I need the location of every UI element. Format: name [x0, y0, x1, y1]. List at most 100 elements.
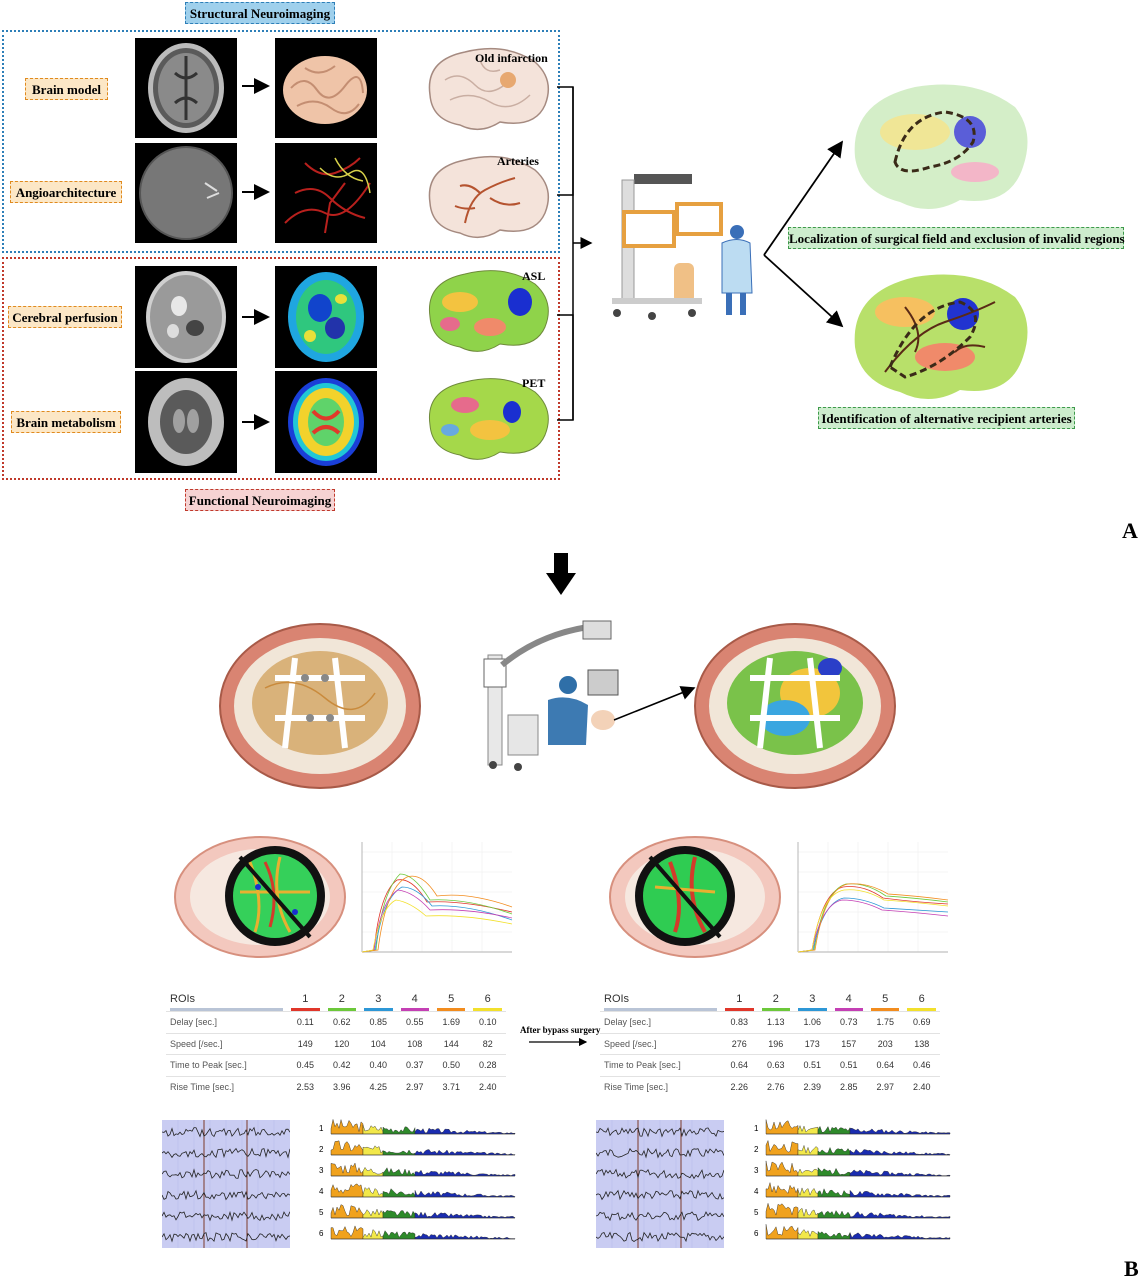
spectrum-band — [765, 1160, 799, 1177]
brain-arteries-illustration — [428, 155, 550, 239]
spectrum-channel-label: 4 — [319, 1187, 324, 1196]
spectrum-channel-label: 1 — [754, 1124, 759, 1133]
color-bar — [600, 1008, 721, 1012]
color-bar — [721, 1008, 757, 1012]
color-bar — [360, 1008, 396, 1012]
roi-value-cell: 1.13 — [757, 1011, 795, 1033]
intensity-curve-chart-after — [797, 842, 949, 953]
roi-value-cell: 138 — [903, 1032, 940, 1055]
projection-arrow — [613, 686, 696, 721]
color-bar — [903, 1008, 940, 1012]
spectrum-band — [330, 1204, 364, 1219]
roi-value-cell: 82 — [469, 1032, 506, 1055]
spectrum-band — [414, 1233, 516, 1240]
metric-label: Delay [sec.] — [166, 1011, 288, 1033]
step-arrows — [242, 78, 270, 430]
signal-trace — [162, 1232, 290, 1243]
roi-value-cell: 0.64 — [721, 1054, 758, 1076]
pet-annotation: PET — [522, 376, 546, 390]
spectrum-band — [849, 1189, 951, 1198]
navigation-workstation-illustration — [612, 174, 753, 320]
metric-label: Rise Time [sec.] — [166, 1075, 288, 1097]
craniotomy-overlay-illustration — [694, 623, 896, 789]
spectrum-band — [765, 1119, 799, 1135]
spectrum-band — [797, 1229, 819, 1240]
spectrum-band — [382, 1230, 416, 1240]
roi-overlay-before — [174, 836, 346, 958]
spectrum-band — [849, 1148, 951, 1156]
metric-label: Delay [sec.] — [600, 1011, 722, 1033]
asl-perfusion-scan-image — [135, 266, 237, 368]
outcome-arrows — [763, 140, 844, 328]
pet-scan-image — [135, 371, 237, 473]
roi-column-6: 6 — [918, 993, 925, 1005]
roi-value-cell: 3.71 — [432, 1075, 470, 1097]
panel-a-letter: A — [1122, 518, 1138, 543]
spectrum-band — [330, 1140, 364, 1156]
spectrum-channel-label: 4 — [754, 1187, 759, 1196]
roi-value-cell: 276 — [721, 1032, 758, 1055]
signal-trace — [162, 1147, 290, 1159]
roi-value-cell: 2.76 — [757, 1075, 795, 1097]
structural-neuroimaging-title: Structural Neuroimaging — [185, 2, 335, 24]
spectrum-band — [817, 1146, 851, 1156]
alternative-arteries-map — [854, 274, 1028, 400]
roi-column-2: 2 — [338, 993, 345, 1005]
pet-color-map-image — [275, 371, 377, 473]
asl-color-map-image — [275, 266, 377, 368]
roi-value-cell: 1.75 — [866, 1011, 904, 1033]
roi-value-cell: 2.39 — [794, 1075, 831, 1097]
roi-value-cell: 0.42 — [323, 1054, 361, 1076]
spectrum-band — [797, 1207, 819, 1219]
intensity-curve-chart-before — [361, 842, 513, 953]
spectrum-channel-label: 3 — [319, 1166, 324, 1175]
spectrum-band — [765, 1224, 799, 1240]
roi-value-cell: 0.62 — [323, 1011, 361, 1033]
color-bar — [831, 1008, 867, 1012]
color-bar — [324, 1008, 360, 1012]
craniotomy-illustration-before — [219, 623, 421, 789]
roi-value-cell: 0.40 — [360, 1054, 397, 1076]
spectrum-band — [330, 1225, 364, 1240]
spectrum-channel-label: 1 — [319, 1124, 324, 1133]
roi-value-cell: 144 — [432, 1032, 470, 1055]
roi-value-cell: 203 — [866, 1032, 904, 1055]
color-bar — [469, 1008, 506, 1012]
spectrum-band — [382, 1149, 416, 1156]
spectrum-band — [849, 1127, 951, 1135]
roi-value-cell: 0.28 — [469, 1054, 506, 1076]
roi-value-cell: 0.11 — [287, 1011, 324, 1033]
roi-value-cell: 0.83 — [721, 1011, 758, 1033]
roi-value-cell: 2.85 — [830, 1075, 867, 1097]
signal-trace-panel-after — [596, 1120, 724, 1248]
signal-trace — [162, 1210, 290, 1222]
roi-column-4: 4 — [845, 993, 852, 1005]
roi-value-cell: 108 — [396, 1032, 433, 1055]
spectrum-band — [817, 1210, 851, 1219]
spectrum-band — [362, 1229, 384, 1240]
column-color-bars — [600, 1008, 940, 1012]
surgical-field-localization-map — [854, 84, 1028, 210]
spectrum-channel-label: 6 — [754, 1229, 759, 1238]
roi-value-cell: 104 — [360, 1032, 397, 1055]
spectrum-band — [765, 1202, 799, 1219]
spectrum-band — [797, 1125, 819, 1135]
spectrum-band — [414, 1149, 516, 1156]
color-bar — [397, 1008, 433, 1012]
roi-column-header: ROIs — [170, 993, 196, 1005]
brain-asl-map-illustration — [428, 270, 549, 352]
roi-column-1: 1 — [302, 993, 309, 1005]
roi-value-cell: 2.26 — [721, 1075, 758, 1097]
metric-label: Time to Peak [sec.] — [600, 1054, 722, 1076]
spectrum-band — [849, 1211, 951, 1219]
spectrum-band — [797, 1144, 819, 1156]
roi-table-header: ROIs 1 2 3 4 5 6 — [600, 992, 940, 1008]
spectrum-band — [817, 1167, 851, 1177]
asl-annotation: ASL — [522, 269, 546, 283]
roi-column-2: 2 — [772, 993, 779, 1005]
